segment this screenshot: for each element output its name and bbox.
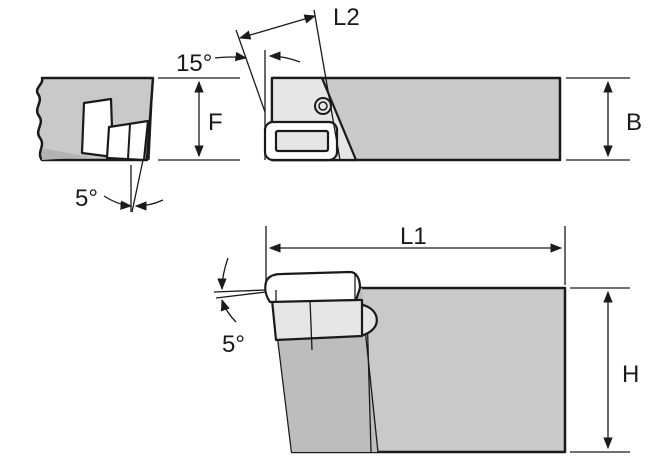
end-view-insert: [105, 119, 150, 162]
end-view: [35, 76, 155, 213]
dimension-L1: L1: [265, 223, 566, 285]
dimension-B: B: [566, 77, 642, 161]
angle-5-bottom: 5°: [213, 257, 267, 358]
dimension-L1-label: L1: [400, 223, 427, 250]
angle-15: 15°: [176, 29, 301, 113]
clamp-screw-icon: [314, 97, 332, 115]
dimension-B-label: B: [626, 109, 642, 136]
end-view-shading: [42, 148, 90, 160]
dimension-H: H: [570, 287, 639, 453]
angle-5-top: 5°: [75, 165, 164, 212]
front-view: [264, 270, 567, 454]
side-view: [263, 9, 562, 162]
dimension-L2: L2: [238, 4, 360, 40]
angle-5-top-label: 5°: [75, 185, 98, 212]
dimension-F: F: [158, 77, 240, 161]
angle-15-label: 15°: [176, 50, 212, 77]
front-view-clamp: [270, 298, 364, 342]
front-view-insert: [264, 270, 362, 304]
dimension-H-label: H: [622, 361, 639, 388]
angle-5-bottom-label: 5°: [222, 331, 245, 358]
dimension-F-label: F: [208, 109, 223, 136]
dimension-L2-label: L2: [333, 4, 360, 31]
